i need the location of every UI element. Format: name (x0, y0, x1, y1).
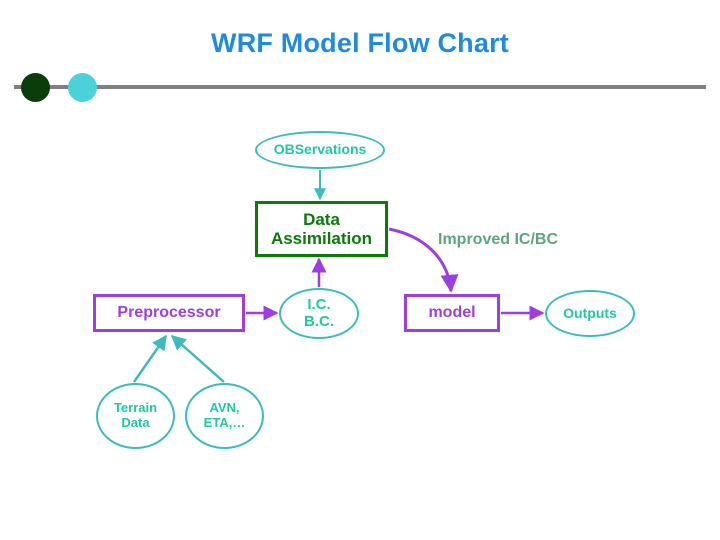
edge-terrain-data-to-preprocessor (132, 334, 168, 383)
node-data-assimilation-label-line2: Assimilation (270, 229, 373, 248)
decorative-bullet-cyan-icon (68, 73, 97, 102)
node-model[interactable]: model (404, 294, 500, 332)
node-ic-bc-label-line2: B.C. (304, 312, 334, 330)
edge-avn-eta-to-preprocessor (170, 335, 225, 383)
node-avn-eta-label-line1: AVN, (209, 400, 240, 416)
node-data-assimilation-label-line1: Data (303, 209, 340, 229)
node-avn-eta-label-line2: ETA,… (203, 415, 246, 430)
node-terrain-data[interactable]: Terrain Data (96, 383, 175, 449)
node-observations[interactable]: OBServations (255, 131, 385, 169)
node-avn-eta[interactable]: AVN, ETA,… (185, 383, 264, 449)
node-terrain-data-label-line2: Data (121, 415, 150, 430)
node-terrain-data-label-line1: Terrain (113, 400, 158, 416)
node-model-label: model (428, 304, 476, 322)
node-ic-bc[interactable]: I.C. B.C. (279, 288, 359, 339)
node-outputs-label: Outputs (563, 304, 617, 321)
page-title: WRF Model Flow Chart (211, 28, 509, 58)
node-ic-bc-label-line1: I.C. (307, 295, 331, 313)
title-divider (14, 85, 706, 89)
node-outputs[interactable]: Outputs (545, 290, 635, 337)
edge-label-improved-ic-bc: Improved IC/BC (438, 231, 559, 248)
node-observations-label: OBServations (273, 141, 367, 158)
node-data-assimilation[interactable]: Data Assimilation (255, 201, 388, 257)
node-preprocessor[interactable]: Preprocessor (93, 294, 245, 332)
node-preprocessor-label: Preprocessor (117, 304, 221, 322)
decorative-bullet-dark-icon (21, 73, 50, 102)
